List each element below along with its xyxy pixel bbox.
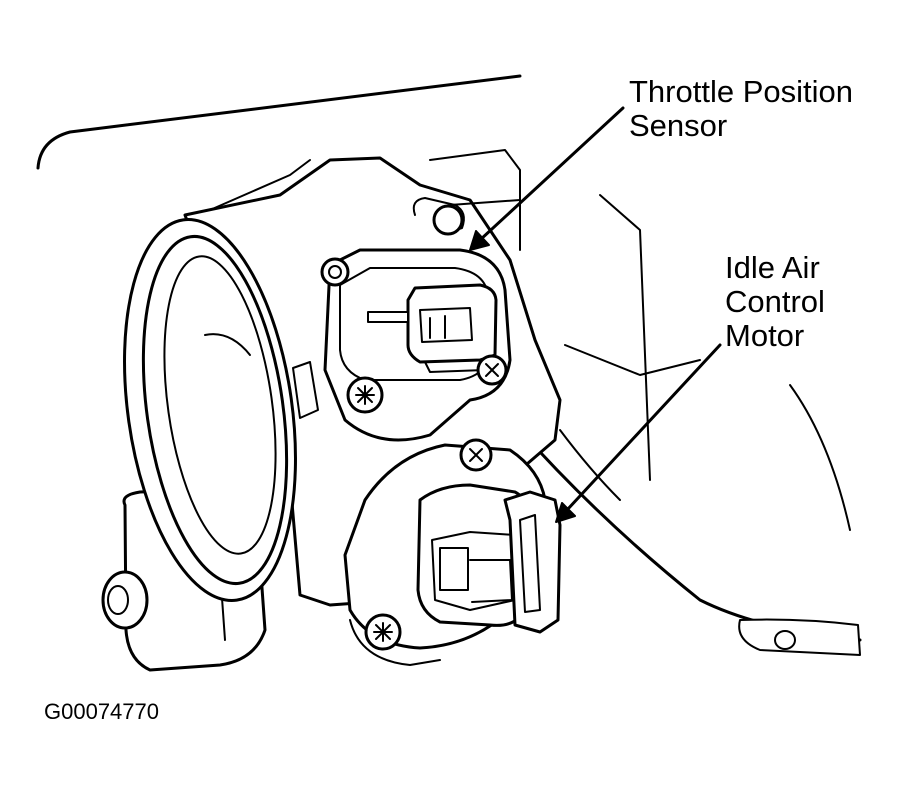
iac-label-line-3: Motor <box>725 318 805 353</box>
idle-air-control-motor-label: Idle Air Control Motor <box>725 251 825 353</box>
iac-label-line-2: Control <box>725 284 825 319</box>
throttle-position-sensor-label: Throttle Position Sensor <box>629 75 853 143</box>
iac-leader-arrow <box>555 343 722 523</box>
tps-label-line-1: Throttle Position <box>629 74 853 109</box>
throttle-position-sensor <box>292 197 512 442</box>
tps-leader-arrow <box>469 106 625 251</box>
throttle-bore <box>123 218 297 602</box>
engine-shroud <box>36 74 862 656</box>
idle-air-control-motor <box>343 438 562 666</box>
iac-label-line-1: Idle Air <box>725 250 820 285</box>
tps-label-line-2: Sensor <box>629 108 728 143</box>
figure-code: G00074770 <box>44 699 159 724</box>
